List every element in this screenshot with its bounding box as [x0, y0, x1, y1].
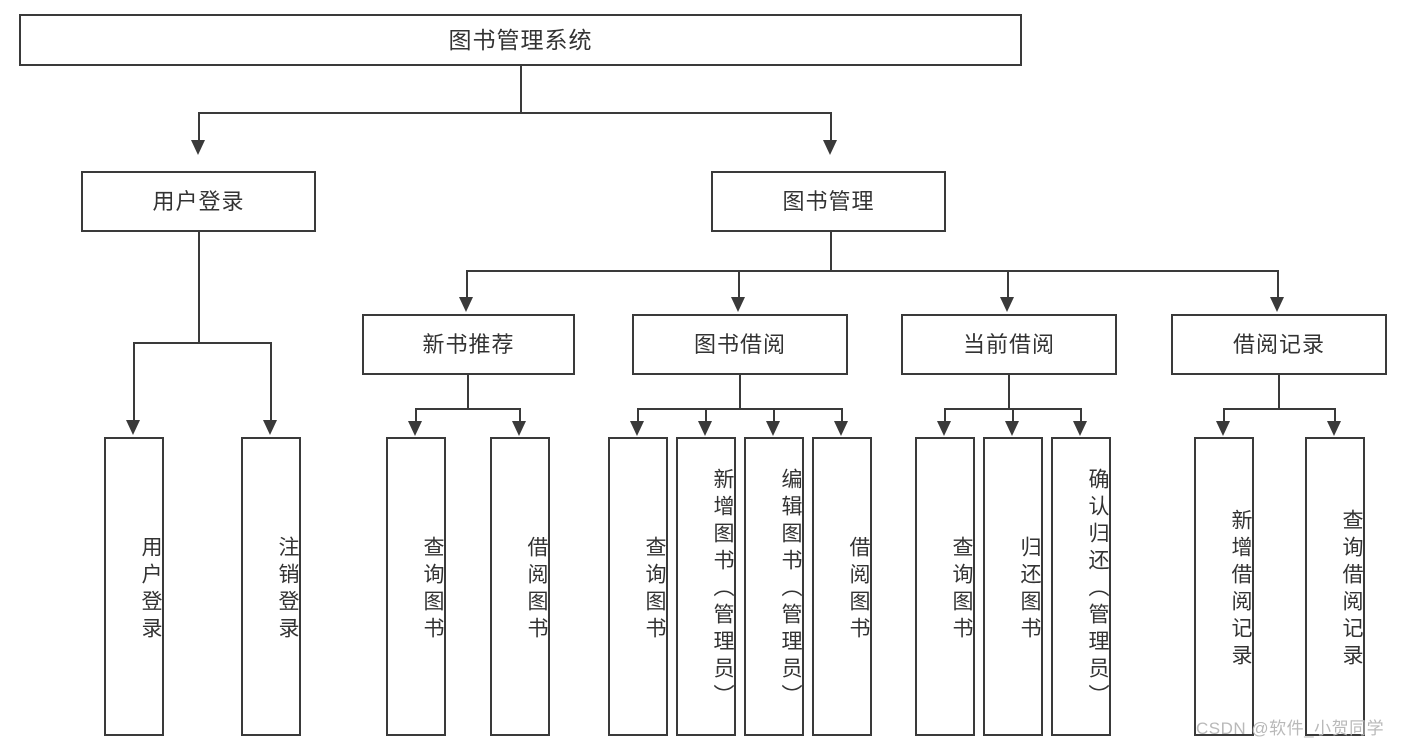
- connector-level3-bus: [466, 270, 1279, 272]
- connector-level3-drop-3: [1007, 270, 1009, 298]
- leaf-query-record-label: 查询借阅记录: [1340, 508, 1363, 671]
- leaf-query-book-1[interactable]: 查询图书: [386, 437, 446, 736]
- node-root[interactable]: 图书管理系统: [19, 14, 1022, 66]
- arrowhead-leaf-query-book-2: [630, 421, 644, 436]
- connector-root-stem: [520, 66, 522, 112]
- connector-borrow-record-drop-2: [1334, 408, 1336, 423]
- connector-current-borrow-drop-3: [1080, 408, 1082, 423]
- arrowhead-leaf-confirm-return: [1073, 421, 1087, 436]
- arrowhead-leaf-query-book-1: [408, 421, 422, 436]
- node-book-manage[interactable]: 图书管理: [711, 171, 946, 232]
- node-user-login[interactable]: 用户登录: [81, 171, 316, 232]
- arrowhead-leaf-add-book: [698, 421, 712, 436]
- leaf-user-login[interactable]: 用户登录: [104, 437, 164, 736]
- connector-book-borrow-bus: [637, 408, 843, 410]
- arrowhead-leaf-user-login: [126, 420, 140, 435]
- node-book-manage-label: 图书管理: [782, 188, 875, 214]
- arrowhead-borrow-record: [1270, 297, 1284, 312]
- leaf-return-book-label: 归还图书: [1018, 535, 1041, 644]
- node-new-book-rec-label: 新书推荐: [422, 331, 515, 357]
- leaf-borrow-book-2[interactable]: 借阅图书: [812, 437, 872, 736]
- connector-level2-drop-1: [198, 112, 200, 142]
- connector-book-borrow-drop-4: [841, 408, 843, 423]
- leaf-user-logout-label: 注销登录: [276, 535, 299, 644]
- connector-book-borrow-drop-3: [773, 408, 775, 423]
- leaf-edit-book-label: 编辑图书（管理员）: [779, 468, 802, 711]
- node-current-borrow[interactable]: 当前借阅: [901, 314, 1117, 375]
- connector-user-login-bus: [133, 342, 271, 344]
- node-current-borrow-label: 当前借阅: [962, 331, 1055, 357]
- connector-user-login-drop-1: [133, 342, 135, 422]
- connector-current-borrow-drop-2: [1012, 408, 1014, 423]
- arrowhead-leaf-query-record: [1327, 421, 1341, 436]
- arrowhead-new-book-rec: [459, 297, 473, 312]
- connector-borrow-record-bus: [1223, 408, 1334, 410]
- connector-new-book-rec-drop-2: [519, 408, 521, 423]
- leaf-query-book-3-label: 查询图书: [950, 535, 973, 644]
- leaf-borrow-book-1-label: 借阅图书: [525, 535, 548, 644]
- connector-current-borrow-drop-1: [944, 408, 946, 423]
- arrowhead-book-borrow: [731, 297, 745, 312]
- connector-level3-drop-1: [466, 270, 468, 298]
- node-root-label: 图书管理系统: [448, 26, 593, 53]
- connector-level3-drop-4: [1277, 270, 1279, 298]
- node-borrow-record-label: 借阅记录: [1232, 331, 1325, 357]
- leaf-query-book-3[interactable]: 查询图书: [915, 437, 975, 736]
- arrowhead-leaf-user-logout: [263, 420, 277, 435]
- connector-book-borrow-drop-2: [705, 408, 707, 423]
- leaf-confirm-return-label: 确认归还（管理员）: [1086, 468, 1109, 711]
- arrowhead-current-borrow: [1000, 297, 1014, 312]
- connector-book-borrow-drop-1: [637, 408, 639, 423]
- leaf-return-book[interactable]: 归还图书: [983, 437, 1043, 736]
- connector-borrow-record-stem: [1278, 375, 1280, 408]
- node-book-borrow[interactable]: 图书借阅: [632, 314, 848, 375]
- leaf-user-logout[interactable]: 注销登录: [241, 437, 301, 736]
- connector-level2-bus: [198, 112, 832, 114]
- node-user-login-label: 用户登录: [152, 188, 245, 214]
- arrowhead-leaf-query-book-3: [937, 421, 951, 436]
- connector-new-book-rec-stem: [467, 375, 469, 408]
- arrowhead-leaf-borrow-book-2: [834, 421, 848, 436]
- leaf-user-login-label: 用户登录: [139, 535, 162, 644]
- leaf-query-book-2-label: 查询图书: [643, 535, 666, 644]
- connector-level2-drop-2: [830, 112, 832, 142]
- arrowhead-leaf-borrow-book-1: [512, 421, 526, 436]
- csdn-watermark: CSDN @软件_小贺同学: [1196, 719, 1385, 738]
- connector-new-book-rec-drop-1: [415, 408, 417, 423]
- arrowhead-leaf-add-record: [1216, 421, 1230, 436]
- leaf-query-record[interactable]: 查询借阅记录: [1305, 437, 1365, 736]
- leaf-query-book-1-label: 查询图书: [421, 535, 444, 644]
- connector-new-book-rec-bus: [415, 408, 519, 410]
- arrowhead-leaf-edit-book: [766, 421, 780, 436]
- leaf-add-book-label: 新增图书（管理员）: [711, 468, 734, 711]
- node-book-borrow-label: 图书借阅: [693, 331, 786, 357]
- node-borrow-record[interactable]: 借阅记录: [1171, 314, 1387, 375]
- leaf-add-record-label: 新增借阅记录: [1229, 508, 1252, 671]
- arrowhead-book-manage: [823, 140, 837, 155]
- leaf-add-record[interactable]: 新增借阅记录: [1194, 437, 1254, 736]
- arrowhead-user-login: [191, 140, 205, 155]
- connector-borrow-record-drop-1: [1223, 408, 1225, 423]
- leaf-edit-book[interactable]: 编辑图书（管理员）: [744, 437, 804, 736]
- arrowhead-leaf-return-book: [1005, 421, 1019, 436]
- connector-level3-drop-2: [738, 270, 740, 298]
- connector-book-borrow-stem: [739, 375, 741, 408]
- leaf-confirm-return[interactable]: 确认归还（管理员）: [1051, 437, 1111, 736]
- leaf-query-book-2[interactable]: 查询图书: [608, 437, 668, 736]
- leaf-borrow-book-1[interactable]: 借阅图书: [490, 437, 550, 736]
- connector-user-login-stem: [198, 232, 200, 342]
- leaf-add-book[interactable]: 新增图书（管理员）: [676, 437, 736, 736]
- leaf-borrow-book-2-label: 借阅图书: [847, 535, 870, 644]
- connector-book-manage-stem: [830, 232, 832, 270]
- connector-user-login-drop-2: [270, 342, 272, 422]
- node-new-book-rec[interactable]: 新书推荐: [362, 314, 575, 375]
- connector-current-borrow-stem: [1008, 375, 1010, 408]
